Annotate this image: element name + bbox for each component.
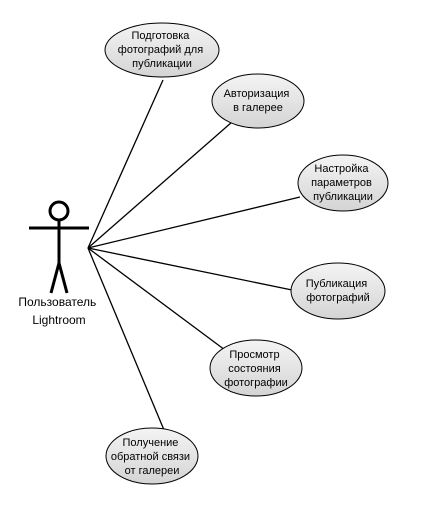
association-line-gallery-feedback xyxy=(87,247,165,431)
association-line-gallery-auth xyxy=(87,121,233,249)
actor-label: Пользователь Lightroom xyxy=(18,295,99,327)
use-case-publish-settings: Настройка параметров публикации xyxy=(297,154,389,212)
use-case-label: Авторизация в галерее xyxy=(224,88,293,114)
association-line-publish-settings xyxy=(87,196,301,249)
stick-figure-actor-icon xyxy=(29,200,89,294)
use-case-label: Настройка параметров публикации xyxy=(311,163,375,203)
use-case-label: Публикация фотографий xyxy=(306,278,371,304)
use-case-label: Подготовка фотографий для публикации xyxy=(118,30,206,70)
use-case-label: Получение обратной связи от галереи xyxy=(111,437,193,477)
association-lines xyxy=(87,79,301,431)
association-line-prepare-photos xyxy=(87,79,164,249)
use-case-label: Просмотр состояния фотографии xyxy=(224,349,288,389)
use-case-photo-status: Просмотр состояния фотографии xyxy=(209,339,303,397)
use-case-prepare-photos: Подготовка фотографий для публикации xyxy=(104,22,220,78)
association-line-photo-status xyxy=(87,247,226,351)
use-case-gallery-auth: Авторизация в галерее xyxy=(211,73,305,129)
association-line-publish-photos xyxy=(87,247,293,291)
actor: Пользователь Lightroom xyxy=(18,200,99,327)
use-case-gallery-feedback: Получение обратной связи от галереи xyxy=(105,427,199,485)
use-case-publish-photos: Публикация фотографий xyxy=(290,262,386,320)
